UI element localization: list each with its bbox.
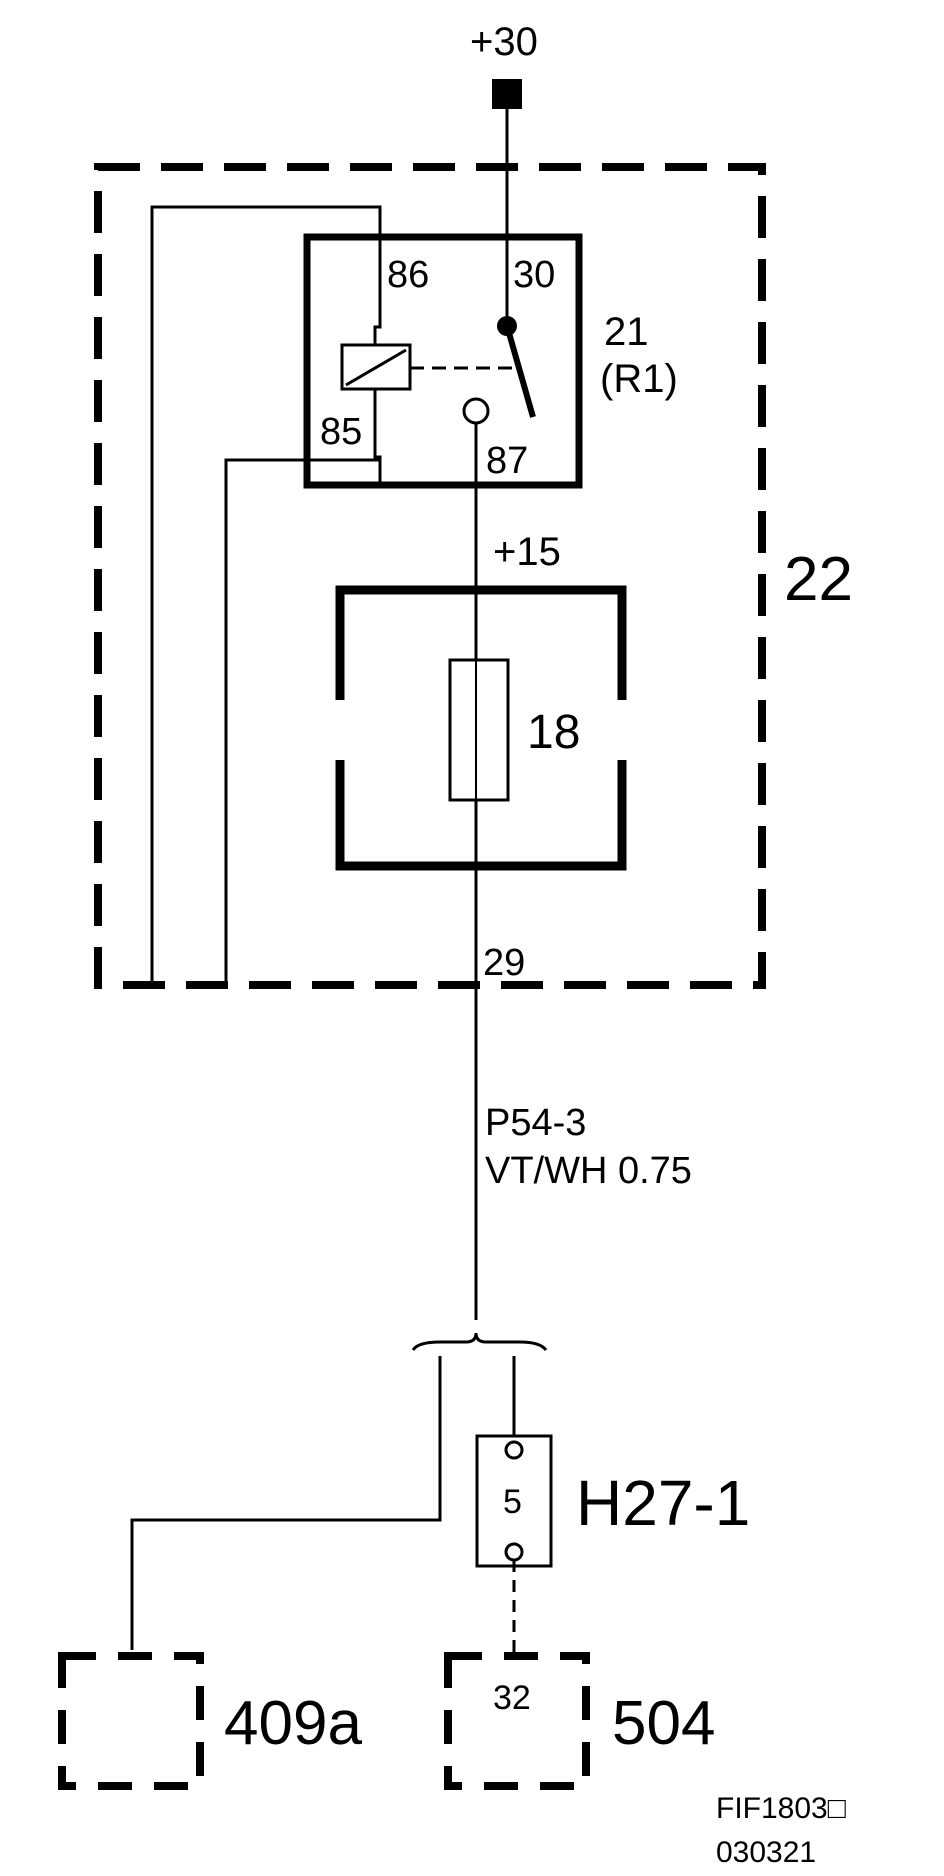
module-409a-outline: [58, 1652, 204, 1790]
fusebox-id: 22: [784, 545, 853, 614]
relay-pin-30: 30: [513, 254, 555, 296]
figure-date: 030321: [716, 1836, 816, 1869]
connector-pin-top-icon: [504, 1440, 524, 1460]
relay-pin-87: 87: [486, 440, 528, 482]
fuse-housing-bottom: [335, 760, 627, 871]
relay-switch-arm: [504, 325, 536, 418]
connector-id: H27-1: [576, 1467, 750, 1539]
relay-contact-87-icon: [462, 397, 490, 425]
wire-85-ground: [224, 458, 382, 985]
wire-86-ground: [150, 205, 382, 985]
fusebox-22-outline: [94, 163, 766, 989]
wire-spec: VT/WH 0.75: [485, 1150, 692, 1192]
fusebox-output-pin: 29: [483, 942, 525, 984]
module-504-pin: 32: [493, 1679, 531, 1717]
relay-pin-85: 85: [320, 411, 362, 453]
relay-21-box: [303, 233, 583, 489]
connector-pin-bottom-icon: [504, 1542, 524, 1562]
fuse-housing-top: [335, 585, 627, 700]
figure-code: FIF1803□: [716, 1792, 847, 1825]
wire-id: P54-3: [485, 1102, 586, 1144]
ignition-label: +15: [493, 530, 561, 574]
relay-coil-slash: [345, 348, 407, 387]
fuse-18-icon: [448, 658, 510, 802]
wire-to-409a: [130, 1356, 442, 1650]
module-409a-id: 409a: [224, 1689, 362, 1758]
splice-brace: [411, 1332, 548, 1351]
supply-label: +30: [470, 20, 538, 64]
relay-ref: (R1): [600, 357, 678, 401]
relay-id: 21: [604, 310, 649, 354]
module-504-outline: [444, 1652, 590, 1790]
relay-pin-86: 86: [387, 254, 429, 296]
supply-terminal-icon: [492, 79, 522, 109]
connector-pin: 5: [503, 1483, 522, 1521]
fuse-id: 18: [527, 706, 580, 759]
module-504-id: 504: [612, 1689, 715, 1758]
coil-lead-86: [373, 237, 382, 345]
